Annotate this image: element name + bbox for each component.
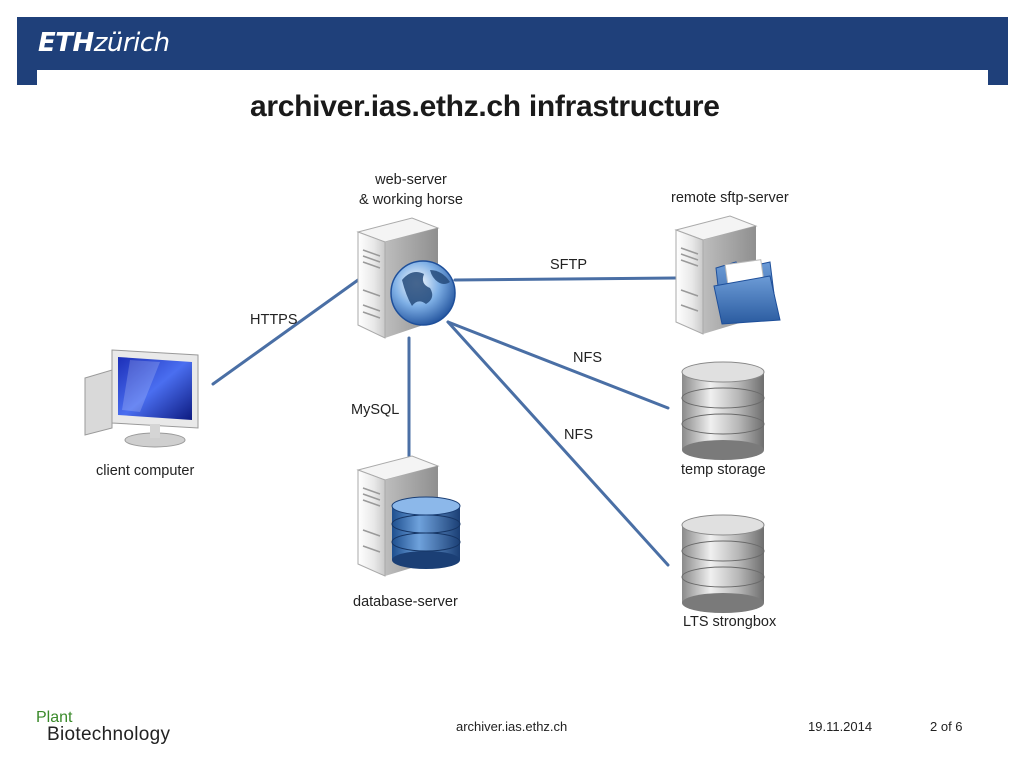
header-bar (17, 17, 1008, 70)
sftp-server-icon (674, 215, 781, 335)
node-label-database: database-server (353, 594, 458, 610)
lts-strongbox-icon (681, 514, 765, 613)
node-label-temp-storage: temp storage (681, 462, 766, 478)
node-label-web-server-line2: & working horse (359, 192, 463, 208)
node-label-web-server-line1: web-server (375, 172, 447, 188)
edge-https (211, 278, 360, 386)
eth-logo: ETHzürich (38, 26, 170, 60)
edge-label-https: HTTPS (250, 312, 298, 328)
plant-logo-line1: Plant (36, 709, 73, 726)
database-server-icon (356, 455, 461, 577)
web-server-icon (356, 217, 456, 339)
edge-sftp (453, 276, 678, 282)
plant-biotechnology-logo: Plant Biotechnology (36, 709, 171, 745)
node-label-lts: LTS strongbox (683, 614, 777, 630)
temp-storage-icon (681, 361, 765, 460)
edge-label-mysql: MySQL (351, 402, 400, 418)
node-label-client: client computer (96, 463, 195, 479)
footer-date: 19.11.2014 (808, 719, 873, 734)
edge-label-nfs-temp: NFS (573, 350, 602, 366)
footer-url: archiver.ias.ethz.ch (456, 719, 568, 734)
edge-label-nfs-lts: NFS (564, 427, 593, 443)
connectors (211, 276, 678, 567)
edge-nfs-lts (446, 320, 670, 567)
plant-logo-line2: Biotechnology (47, 724, 171, 745)
footer-page-number: 2 of 6 (930, 719, 963, 734)
eth-logo-rest: zürich (93, 28, 170, 58)
edge-label-sftp: SFTP (550, 257, 588, 273)
node-label-web-server: web-server & working horse (338, 170, 484, 210)
header-accent-left (17, 70, 37, 85)
header-accent-right (988, 70, 1008, 85)
edge-nfs-temp (446, 320, 670, 410)
eth-logo-bold: ETH (38, 28, 94, 58)
client-computer-icon (84, 349, 199, 448)
page-title: archiver.ias.ethz.ch infrastructure (250, 90, 720, 123)
node-label-remote-sftp: remote sftp-server (671, 190, 789, 206)
